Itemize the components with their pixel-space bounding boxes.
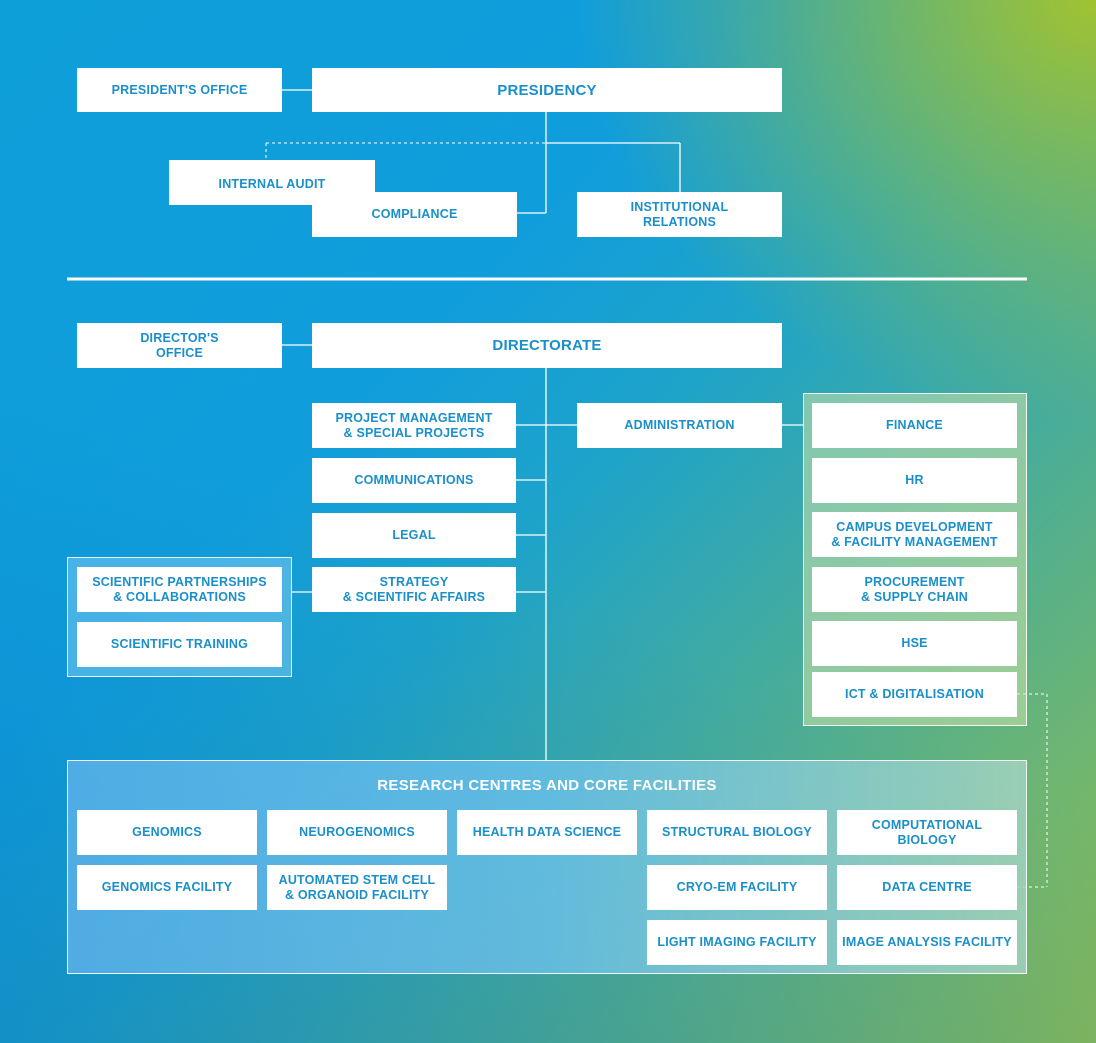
strategy-box: STRATEGY & SCIENTIFIC AFFAIRS bbox=[312, 567, 516, 612]
finance-box: FINANCE bbox=[812, 403, 1017, 448]
scientific-partnerships-box: SCIENTIFIC PARTNERSHIPS & COLLABORATIONS bbox=[77, 567, 282, 612]
light-imaging-facility-box: LIGHT IMAGING FACILITY bbox=[647, 920, 827, 965]
legal-box: LEGAL bbox=[312, 513, 516, 558]
compliance-box: COMPLIANCE bbox=[312, 192, 517, 237]
hr-box: HR bbox=[812, 458, 1017, 503]
image-analysis-facility-box: IMAGE ANALYSIS FACILITY bbox=[837, 920, 1017, 965]
communications-box: COMMUNICATIONS bbox=[312, 458, 516, 503]
computational-biology-box: COMPUTATIONAL BIOLOGY bbox=[837, 810, 1017, 855]
presidency-box: PRESIDENCY bbox=[312, 68, 782, 112]
cryo-em-facility-box: CRYO-EM FACILITY bbox=[647, 865, 827, 910]
presidents-office-box: PRESIDENT'S OFFICE bbox=[77, 68, 282, 112]
data-centre-box: DATA CENTRE bbox=[837, 865, 1017, 910]
directorate-box: DIRECTORATE bbox=[312, 323, 782, 368]
directors-office-box: DIRECTOR'S OFFICE bbox=[77, 323, 282, 368]
administration-box: ADMINISTRATION bbox=[577, 403, 782, 448]
neurogenomics-box: NEUROGENOMICS bbox=[267, 810, 447, 855]
hse-box: HSE bbox=[812, 621, 1017, 666]
procurement-box: PROCUREMENT & SUPPLY CHAIN bbox=[812, 567, 1017, 612]
campus-development-box: CAMPUS DEVELOPMENT & FACILITY MANAGEMENT bbox=[812, 512, 1017, 557]
health-data-science-box: HEALTH DATA SCIENCE bbox=[457, 810, 637, 855]
administration-group bbox=[803, 393, 1027, 726]
institutional-relations-box: INSTITUTIONAL RELATIONS bbox=[577, 192, 782, 237]
project-management-box: PROJECT MANAGEMENT & SPECIAL PROJECTS bbox=[312, 403, 516, 448]
research-group-title: RESEARCH CENTRES AND CORE FACILITIES bbox=[377, 777, 717, 794]
genomics-facility-box: GENOMICS FACILITY bbox=[77, 865, 257, 910]
ict-digitalisation-box: ICT & DIGITALISATION bbox=[812, 672, 1017, 717]
structural-biology-box: STRUCTURAL BIOLOGY bbox=[647, 810, 827, 855]
genomics-box: GENOMICS bbox=[77, 810, 257, 855]
scientific-training-box: SCIENTIFIC TRAINING bbox=[77, 622, 282, 667]
stem-cell-facility-box: AUTOMATED STEM CELL & ORGANOID FACILITY bbox=[267, 865, 447, 910]
